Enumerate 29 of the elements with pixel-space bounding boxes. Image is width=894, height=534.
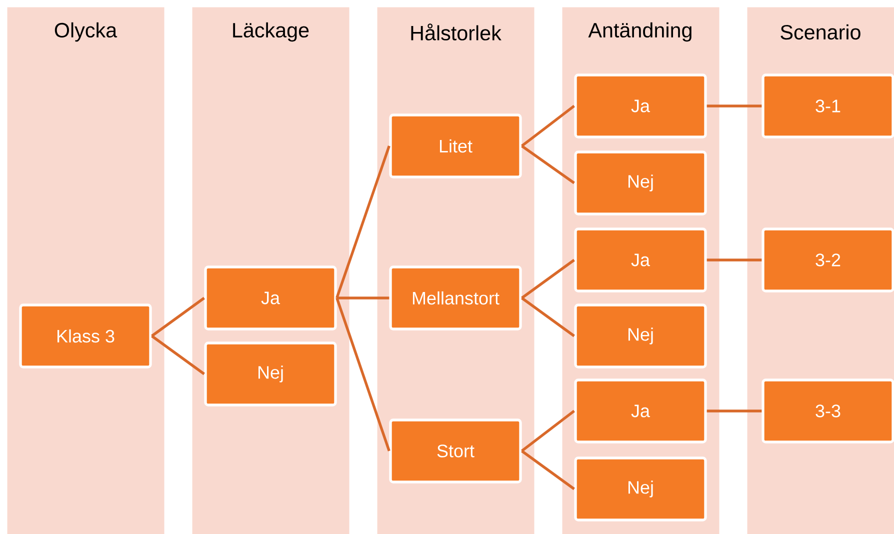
option-box: Litet: [389, 114, 522, 178]
connector-line: [521, 144, 575, 184]
option-box: Ja: [204, 266, 337, 330]
connector-line: [521, 258, 575, 300]
option-box: Klass 3: [19, 304, 152, 368]
option-box: Nej: [574, 456, 707, 522]
option-box: 3-1: [762, 74, 894, 138]
option-box: 3-2: [762, 228, 894, 292]
option-box: Nej: [204, 342, 337, 406]
connector-line: [706, 104, 762, 108]
option-box: Nej: [574, 304, 707, 368]
connector-line: [706, 410, 762, 412]
connector-line: [336, 298, 390, 452]
option-box: Stort: [389, 418, 522, 484]
connector-line: [336, 296, 390, 300]
option-box: Mellanstort: [389, 266, 522, 330]
connector-line: [706, 258, 762, 262]
option-box: Ja: [574, 378, 707, 444]
option-box: Ja: [574, 74, 707, 138]
connector-line: [521, 104, 575, 148]
connector-line: [151, 296, 205, 338]
connector-line: [336, 146, 390, 298]
connector-line: [521, 450, 575, 490]
connector-line: [521, 296, 575, 338]
option-box: Nej: [574, 150, 707, 216]
option-box: Ja: [574, 228, 707, 292]
option-box: 3-3: [762, 378, 894, 444]
connector-line: [521, 410, 575, 452]
connector-line: [151, 334, 205, 376]
